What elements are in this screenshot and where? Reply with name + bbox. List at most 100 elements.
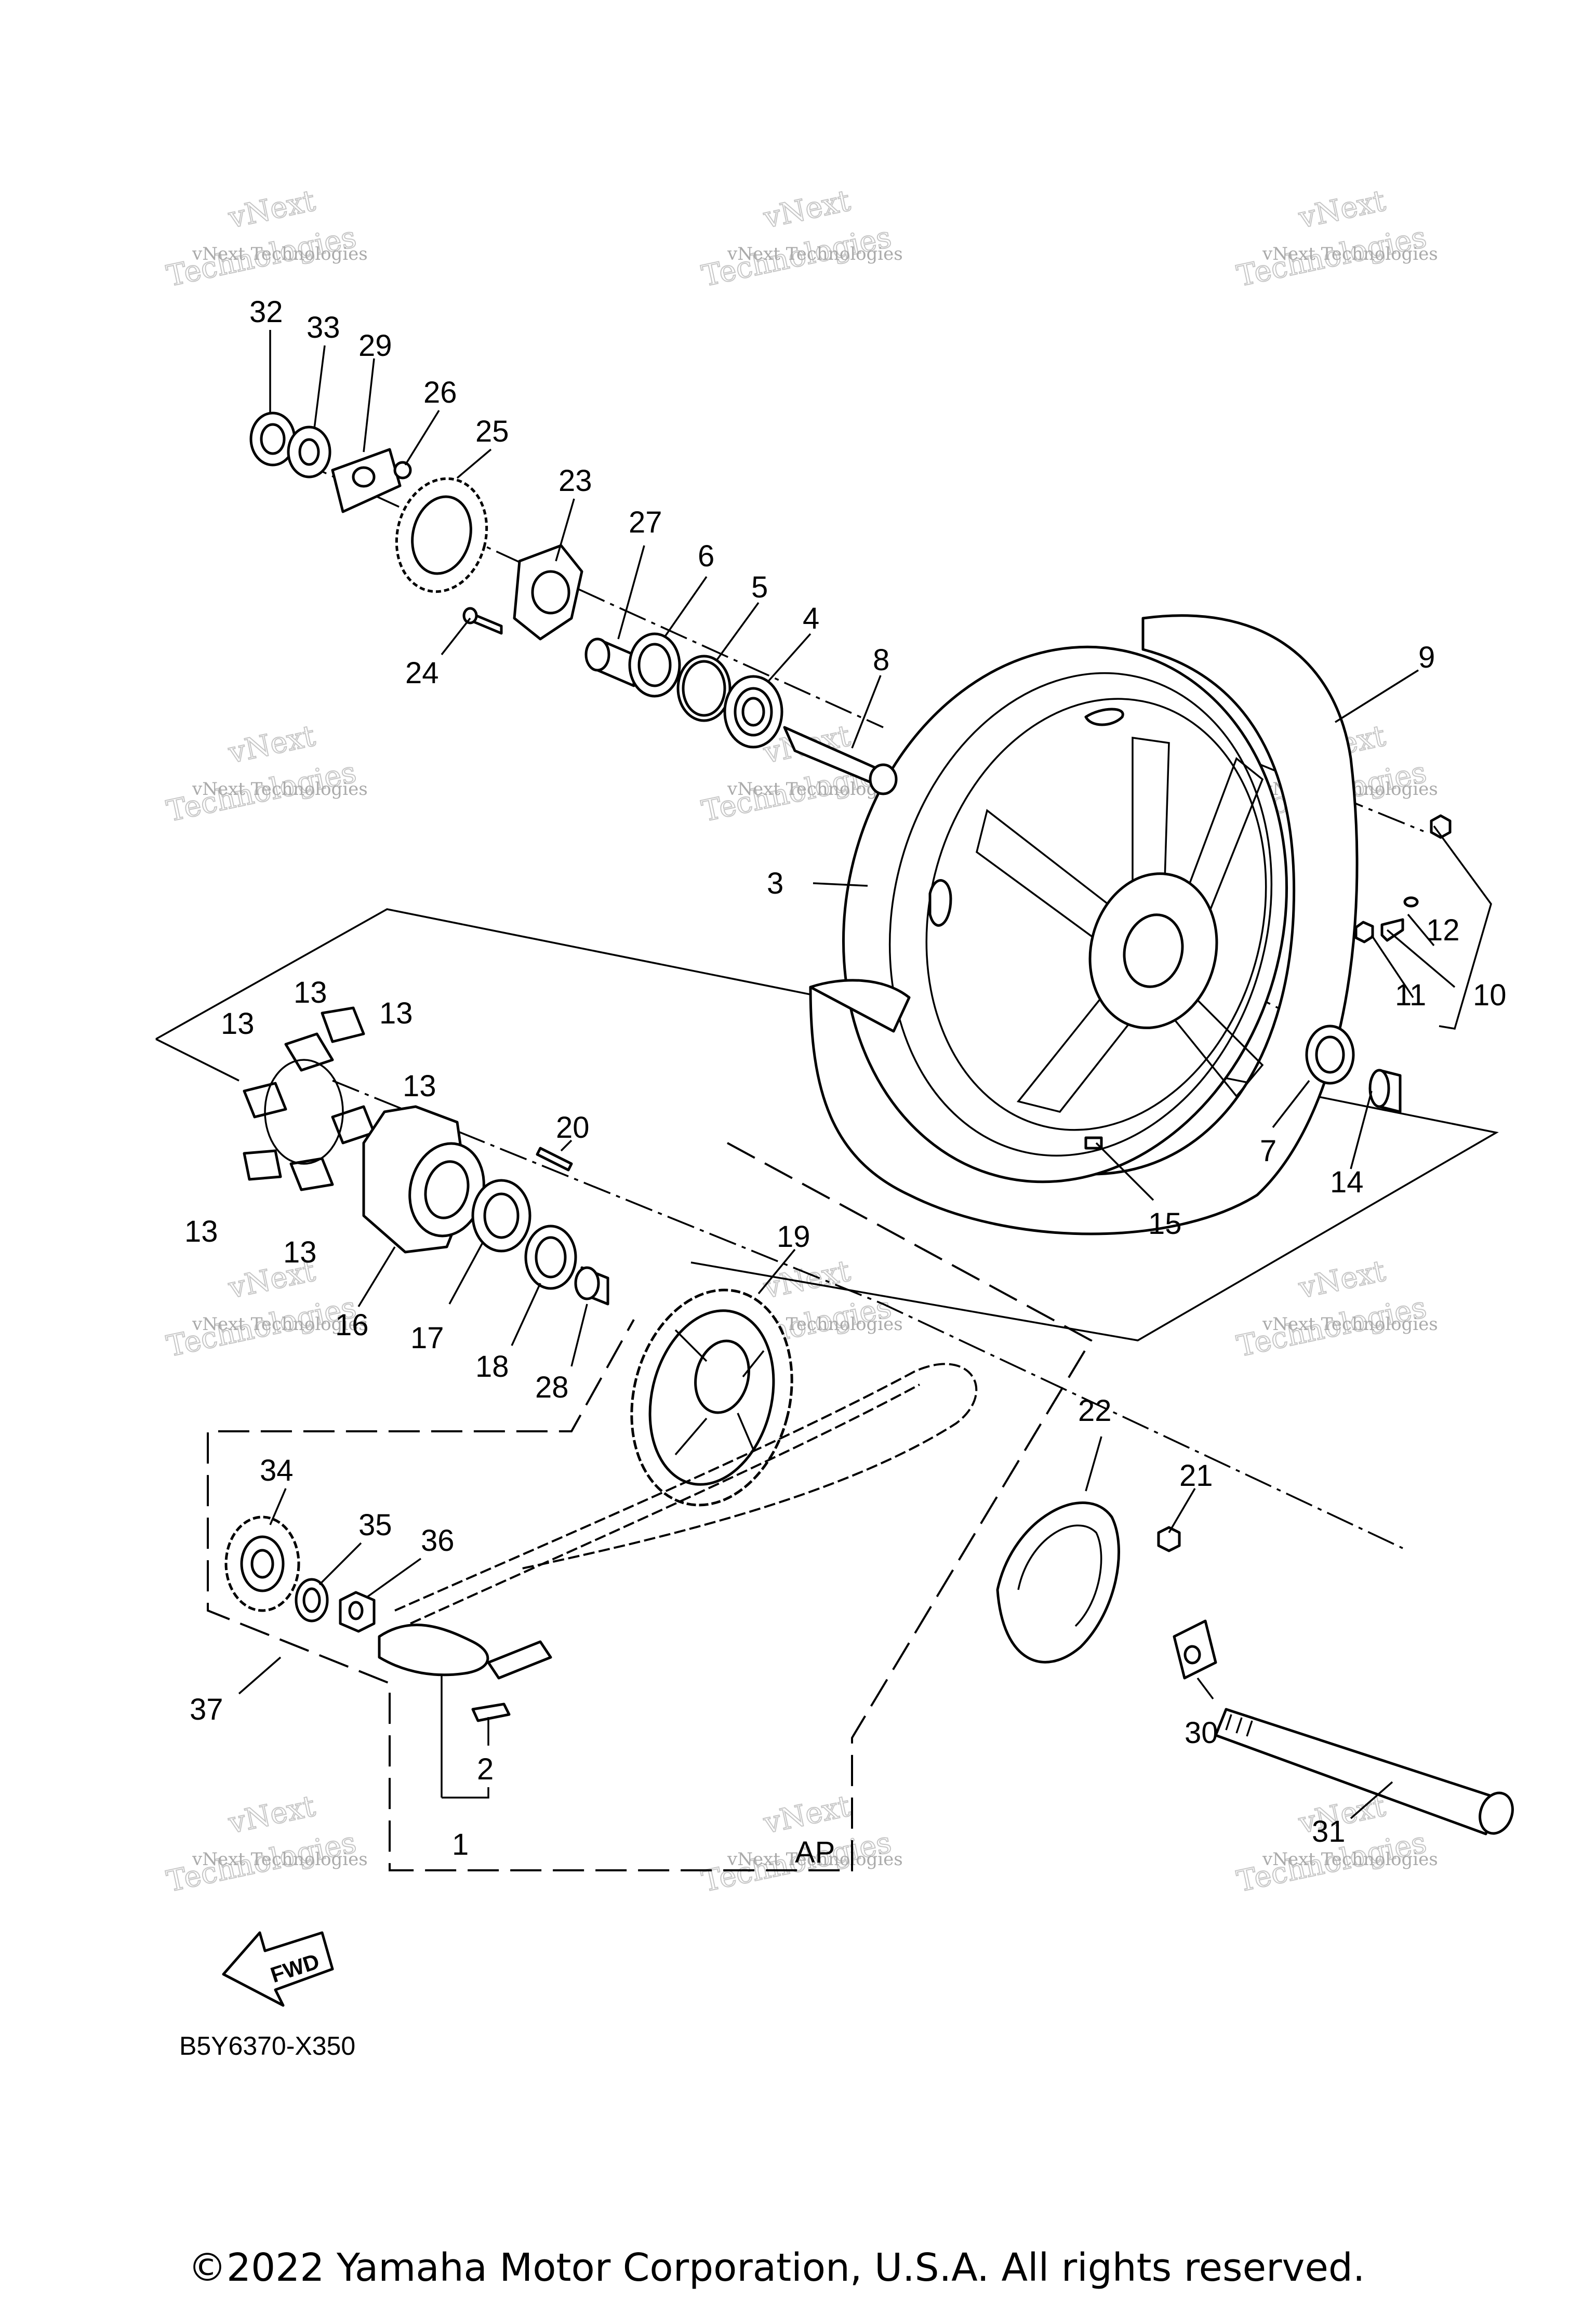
callout-18: 18: [475, 1350, 509, 1384]
callout-35: 35: [358, 1508, 392, 1542]
watermark-bottom-left: Technologies vNext vNext Technologies: [163, 1789, 367, 1899]
callout-13: 13: [283, 1235, 317, 1269]
callout-19: 19: [777, 1220, 810, 1254]
watermark-text: vNext Technologies: [727, 1849, 903, 1870]
watermark-overlay: vNext: [1296, 184, 1389, 235]
center-line-upper: [290, 456, 884, 728]
watermark-text: vNext Technologies: [192, 244, 368, 264]
axle-washer: [287, 425, 331, 478]
rotor-bolt-small: [393, 461, 412, 480]
watermark-text: vNext Technologies: [192, 1314, 368, 1335]
watermark-overlay: vNext: [225, 184, 318, 235]
rim-outer: [842, 645, 1288, 1183]
callout-28: 28: [535, 1371, 569, 1404]
callout-labels: 1 1 2 3 4 5 6 7 8 9 10 11 12 13 13 13 13…: [184, 295, 1507, 1869]
hub-assembly-boundary-left: [155, 1038, 240, 1082]
watermark-top-left: Technologies vNext vNext Technologies: [163, 183, 368, 294]
watermark-text: vNext Technologies: [727, 244, 903, 264]
bearing: [723, 675, 783, 749]
drive-chain: [378, 1363, 978, 1722]
diagram-code: B5Y6370-X350: [179, 2031, 355, 2060]
spacer-collar: [584, 637, 635, 687]
wheel-spacer-right: [1368, 1069, 1402, 1113]
callout-9: 9: [1418, 641, 1435, 674]
watermark-overlay: vNext: [225, 1789, 318, 1841]
chain-loop: [394, 1363, 978, 1612]
valve-assembly: [1354, 814, 1452, 943]
callout-36: 36: [421, 1524, 455, 1558]
wheel-spoke-5: [1147, 965, 1264, 1098]
assembly-boundaries: [155, 908, 1499, 1871]
chain-section-lower: [378, 1624, 489, 1677]
sensor-rotor: [395, 477, 488, 593]
rim-inner-edge: [888, 672, 1273, 1157]
callout-22: 22: [1078, 1394, 1112, 1428]
sprocket-nut: [339, 1591, 376, 1633]
drive-chain-group-boundary: [207, 1142, 1093, 1871]
hub-assembly-boundary: [155, 908, 1499, 1341]
upper-parts: [249, 411, 898, 795]
damper-1: [284, 1032, 334, 1072]
watermark-text: vNext Technologies: [1262, 1314, 1438, 1335]
rim-cutout-2: [1084, 708, 1124, 726]
axle-nut: [249, 411, 296, 467]
rim-flange: [925, 698, 1267, 1131]
chain-loop-inner: [410, 1384, 920, 1625]
drive-sprocket: [224, 1515, 300, 1612]
callout-21: 21: [1179, 1459, 1213, 1493]
chain-case: [996, 1501, 1120, 1664]
rear-tire: [809, 614, 1359, 1235]
callout-12: 12: [1426, 913, 1460, 947]
callout-26: 26: [423, 376, 457, 409]
callout-13: 13: [184, 1215, 218, 1248]
bracket-bolt: [462, 607, 503, 635]
callout-31: 31: [1312, 1815, 1346, 1848]
damper-5: [289, 1157, 334, 1191]
watermark-overlay: vNext: [761, 184, 854, 235]
sprocket-washer: [295, 1578, 329, 1623]
forward-direction-indicator: FWD: [222, 1931, 334, 2007]
callout-20: 20: [556, 1111, 590, 1145]
oil-seal: [628, 632, 681, 698]
circlip: [676, 655, 732, 722]
wheel-spoke-4: [1132, 736, 1170, 915]
rear-wheel-assembly: [809, 614, 1359, 1235]
callout-4: 4: [803, 602, 819, 635]
callout-13: 13: [403, 1069, 436, 1103]
watermark-text: vNext Technologies: [192, 779, 368, 800]
hub-parts: [243, 1006, 1402, 1306]
callout-2: 2: [477, 1752, 494, 1786]
callout-13: 13: [221, 1007, 255, 1041]
callout-8: 8: [873, 643, 889, 677]
wheel-damper-set: [243, 1006, 376, 1191]
callout-5: 5: [751, 570, 768, 604]
callout-10: 10: [1473, 978, 1507, 1012]
damper-2: [321, 1006, 365, 1043]
wheel-bearing-right: [1305, 1025, 1355, 1085]
chain-puller-right: [331, 448, 402, 513]
callout-37: 37: [190, 1693, 223, 1726]
watermark-text: vNext Technologies: [1262, 1849, 1438, 1870]
wheel-collar: [783, 726, 898, 795]
valve-grommet: [1403, 896, 1419, 908]
callout-3: 3: [767, 867, 783, 900]
rim-cutout-1: [928, 879, 952, 927]
hub-bearing: [471, 1179, 531, 1253]
callout-14: 14: [1330, 1165, 1364, 1199]
leader-lines: [238, 330, 1492, 1819]
hub-collar: [574, 1266, 609, 1306]
watermark-lower-right: Technologies vNext vNext Technologies: [1233, 1254, 1438, 1364]
callout-13: 13: [379, 996, 413, 1030]
master-link: [471, 1703, 511, 1722]
watermark-top-right: Technologies vNext vNext Technologies: [1233, 183, 1438, 294]
sprocket-stud: [536, 1147, 573, 1172]
fwd-arrow-icon: [222, 1931, 334, 2007]
callout-34: 34: [260, 1454, 294, 1487]
callout-15: 15: [1148, 1207, 1182, 1241]
right-side-parts: [996, 1501, 1514, 1836]
tire-bottom-lip: [809, 979, 911, 1033]
wheel-spoke-2: [1016, 945, 1175, 1113]
watermark-overlay: vNext: [761, 1789, 854, 1841]
watermark-overlay: vNext: [225, 719, 318, 770]
